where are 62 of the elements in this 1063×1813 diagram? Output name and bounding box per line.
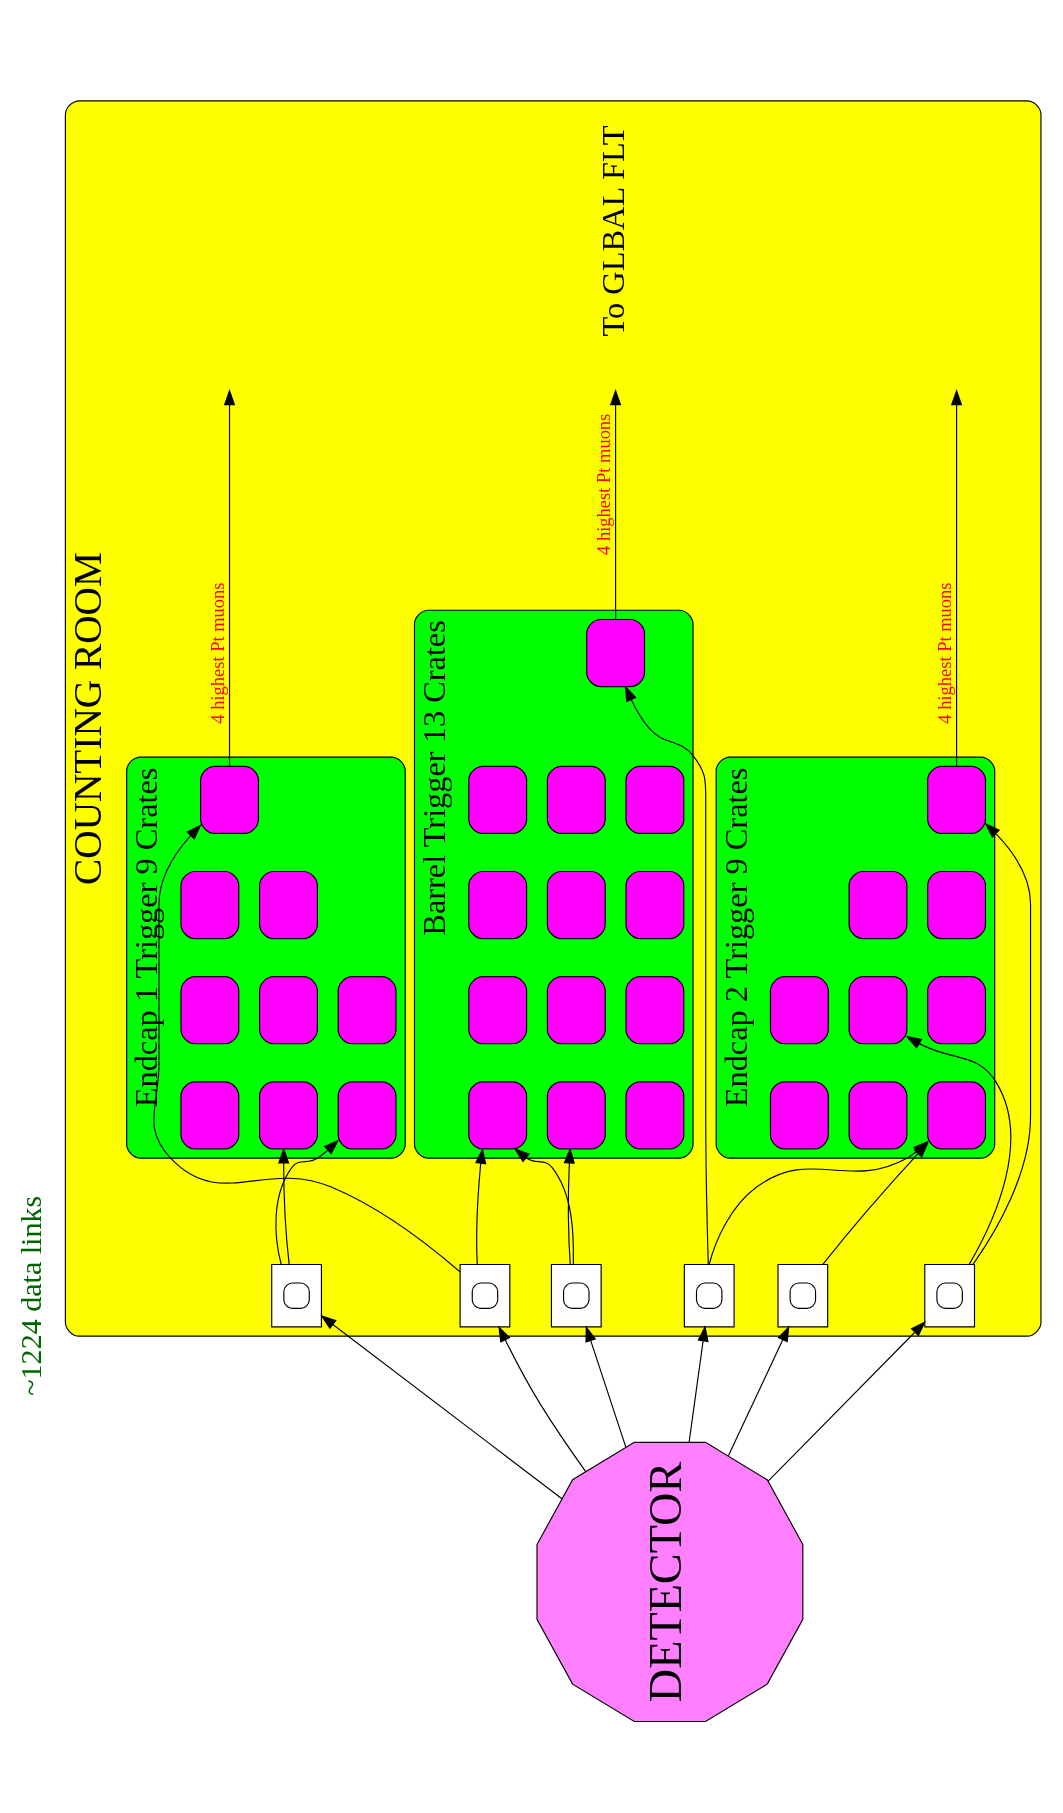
arrow (905, 1035, 1012, 1265)
arrow (513, 1148, 574, 1265)
node-box (546, 1081, 606, 1150)
node-box (927, 1081, 987, 1150)
arrow (498, 1325, 587, 1473)
edge-label: 4 highest Pt muons (207, 582, 228, 724)
node-box (546, 870, 606, 940)
node-box (927, 870, 987, 940)
node-box (468, 1081, 528, 1150)
arrow (223, 388, 236, 767)
node-box (180, 870, 240, 940)
label: ~1224 data links (14, 1195, 49, 1396)
node-box (769, 1081, 829, 1150)
node-box (625, 870, 685, 940)
node-box (848, 976, 908, 1045)
node-box (459, 1263, 511, 1328)
node-box (180, 1081, 240, 1150)
arrow (475, 1147, 487, 1265)
node-box (468, 870, 528, 940)
node-box (625, 976, 685, 1045)
node-box (769, 976, 829, 1045)
arrow (624, 685, 709, 1265)
node-box (259, 870, 318, 940)
node-box (625, 1081, 685, 1150)
cluster: Barrel Trigger 13 Crates (413, 609, 694, 1159)
node-box (848, 870, 908, 940)
arrow (727, 1325, 790, 1457)
node-box (271, 1263, 322, 1328)
arrow (320, 1314, 563, 1500)
arrow (950, 388, 963, 767)
node-box (550, 1263, 602, 1328)
arrow (688, 1325, 709, 1443)
node-box (180, 976, 240, 1045)
edge-label: 4 highest Pt muons (593, 413, 614, 555)
arrow (609, 389, 622, 620)
arrow (563, 1147, 575, 1265)
edge-label: 4 highest Pt muons (934, 582, 955, 724)
node-box (927, 765, 987, 834)
node-box (848, 1081, 908, 1150)
node-box (927, 976, 987, 1045)
node-box (468, 976, 528, 1045)
node-box (924, 1263, 976, 1328)
node-box (337, 1081, 397, 1150)
node-box (337, 976, 397, 1045)
arrow (972, 822, 1032, 1265)
node-box (683, 1263, 735, 1328)
node-box (546, 976, 606, 1045)
node-box (586, 618, 646, 688)
arrow (277, 1147, 290, 1265)
node-box (259, 1081, 318, 1150)
node-box (546, 765, 606, 834)
arrow (585, 1325, 627, 1448)
arrow (275, 1139, 340, 1265)
label: To GLBAL FLT (594, 125, 631, 337)
node-box (200, 765, 259, 834)
node-box (625, 765, 685, 834)
arrow (153, 824, 461, 1273)
cluster: Endcap 1 Trigger 9 Crates (126, 756, 406, 1159)
node-box (259, 976, 318, 1045)
node-box (468, 765, 528, 834)
node-box (777, 1263, 829, 1328)
arrow (767, 1320, 926, 1482)
